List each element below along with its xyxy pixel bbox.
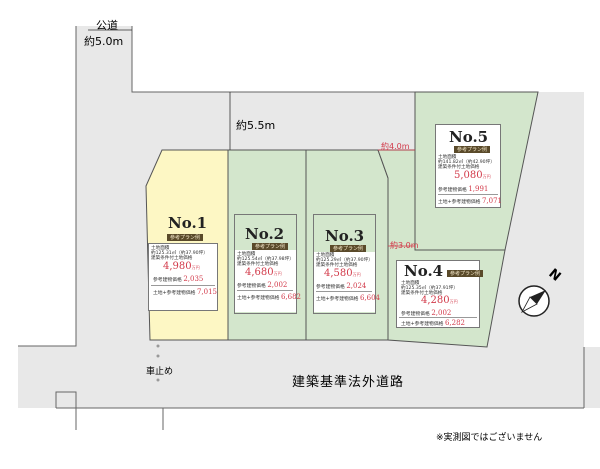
lot-4-plan-tag: 参考プラン例 bbox=[447, 270, 484, 277]
dim-3m-label: 約3.0m bbox=[390, 241, 419, 250]
lot-5-area: 約141.82㎡（約42.90坪） bbox=[438, 160, 495, 165]
inner-road-width: 約5.5m bbox=[236, 119, 276, 132]
lot-1-plan-tag: 参考プラン例 bbox=[167, 234, 204, 241]
lot-2-info-body: 土地面積 約125.54㎡（約37.98坪） 建築条件付土地価格 4,680万円… bbox=[235, 250, 301, 312]
lot-3-price: 4,580万円 bbox=[324, 268, 361, 279]
lot-3-area: 約125.29㎡（約37.90坪） bbox=[316, 258, 373, 263]
lot-2-price: 4,680万円 bbox=[245, 267, 282, 278]
lot-2-total: 土地+参考建物価格 6,682 bbox=[237, 293, 301, 301]
lot-5-number: No.5 bbox=[449, 128, 489, 146]
lot-3-number: No.3 bbox=[325, 227, 365, 245]
divider bbox=[237, 290, 293, 291]
lot-3-area-label: 土地面積 bbox=[316, 253, 335, 258]
bollard-label: 車止め bbox=[146, 367, 174, 377]
road-edge-bottom-left bbox=[55, 391, 77, 430]
public-road-label: 公道 bbox=[96, 19, 118, 32]
dim-4m-label: 約4.0m bbox=[381, 142, 410, 151]
lot-4-price: 4,280万円 bbox=[421, 295, 458, 306]
lot-3-info bbox=[313, 214, 376, 314]
lot-4-total: 土地+参考建物価格 6,282 bbox=[401, 319, 465, 327]
lot-4-bldg: 参考建物価格 2,002 bbox=[401, 309, 452, 317]
road-edge-left bbox=[18, 26, 77, 347]
road-edge-top bbox=[131, 26, 415, 93]
lot-1-price: 4,980万円 bbox=[163, 261, 200, 272]
divider bbox=[151, 285, 215, 286]
lot-1-area: 約125.31㎡（約37.90坪） bbox=[151, 251, 208, 256]
lot-5-price: 5,080万円 bbox=[454, 170, 491, 181]
lot-5-area-label: 土地面積 bbox=[438, 155, 457, 160]
lot-4-area: 約125.35㎡（約37.91坪） bbox=[401, 286, 458, 291]
lot-5-info: 土地面積 約141.82㎡（約42.90坪） 建築条件付土地価格 5,080万円… bbox=[435, 124, 502, 208]
divider bbox=[438, 194, 498, 195]
divider bbox=[316, 291, 372, 292]
lot-2-area: 約125.54㎡（約37.98坪） bbox=[237, 257, 294, 262]
lot-1-info: 土地面積 約125.31㎡（約37.90坪） 建築条件付土地価格 4,980万円… bbox=[148, 243, 218, 311]
main-road-label: 建築基準法外道路 bbox=[292, 375, 405, 390]
bollard-dot bbox=[156, 378, 160, 382]
divider bbox=[399, 317, 477, 318]
footnote: ※実測図ではございません bbox=[436, 433, 543, 443]
lot-4-cond: 建築条件付土地価格 bbox=[401, 291, 443, 296]
lot-1-cond: 建築条件付土地価格 bbox=[151, 256, 193, 261]
lot-3-info-body: 土地面積 約125.29㎡（約37.90坪） 建築条件付土地価格 4,580万円… bbox=[314, 252, 380, 312]
lot-2-cond: 建築条件付土地価格 bbox=[237, 262, 279, 267]
lot-3-total: 土地+参考建物価格 6,604 bbox=[316, 294, 380, 302]
lot-5-total: 土地+参考建物価格 7,071 bbox=[438, 197, 502, 205]
compass-icon bbox=[518, 285, 550, 317]
lot-1-number: No.1 bbox=[168, 214, 208, 232]
lot-2-number: No.2 bbox=[245, 225, 285, 243]
lot-5-bldg: 参考建物価格 1,991 bbox=[438, 185, 489, 193]
bollard-dot bbox=[156, 354, 160, 358]
lot-1-area-label: 土地面積 bbox=[151, 246, 170, 251]
lot-1-total: 土地+参考建物価格 7,015 bbox=[153, 288, 217, 296]
inner-road bbox=[132, 92, 415, 150]
lot-5-plan-tag: 参考プラン例 bbox=[454, 146, 491, 153]
lot-2-bldg: 参考建物価格 2,002 bbox=[237, 281, 288, 289]
lot-1-bldg: 参考建物価格 2,035 bbox=[153, 275, 204, 283]
lot-3-cond: 建築条件付土地価格 bbox=[316, 263, 358, 268]
lot-4-area-label: 土地面積 bbox=[401, 281, 420, 286]
main-road bbox=[18, 346, 584, 408]
public-road-width: 約5.0m bbox=[84, 35, 124, 48]
lot-3-bldg: 参考建物価格 2,024 bbox=[316, 282, 367, 290]
lot-5-cond: 建築条件付土地価格 bbox=[438, 165, 480, 170]
bollard-dot bbox=[156, 344, 160, 348]
lot-2-info bbox=[234, 214, 297, 314]
lot-4-number: No.4 bbox=[404, 262, 444, 280]
public-road bbox=[76, 26, 150, 346]
lot-2-area-label: 土地面積 bbox=[237, 252, 256, 257]
lot-3-plan-tag: 参考プラン例 bbox=[330, 245, 367, 252]
lot-2-plan-tag: 参考プラン例 bbox=[252, 243, 289, 250]
